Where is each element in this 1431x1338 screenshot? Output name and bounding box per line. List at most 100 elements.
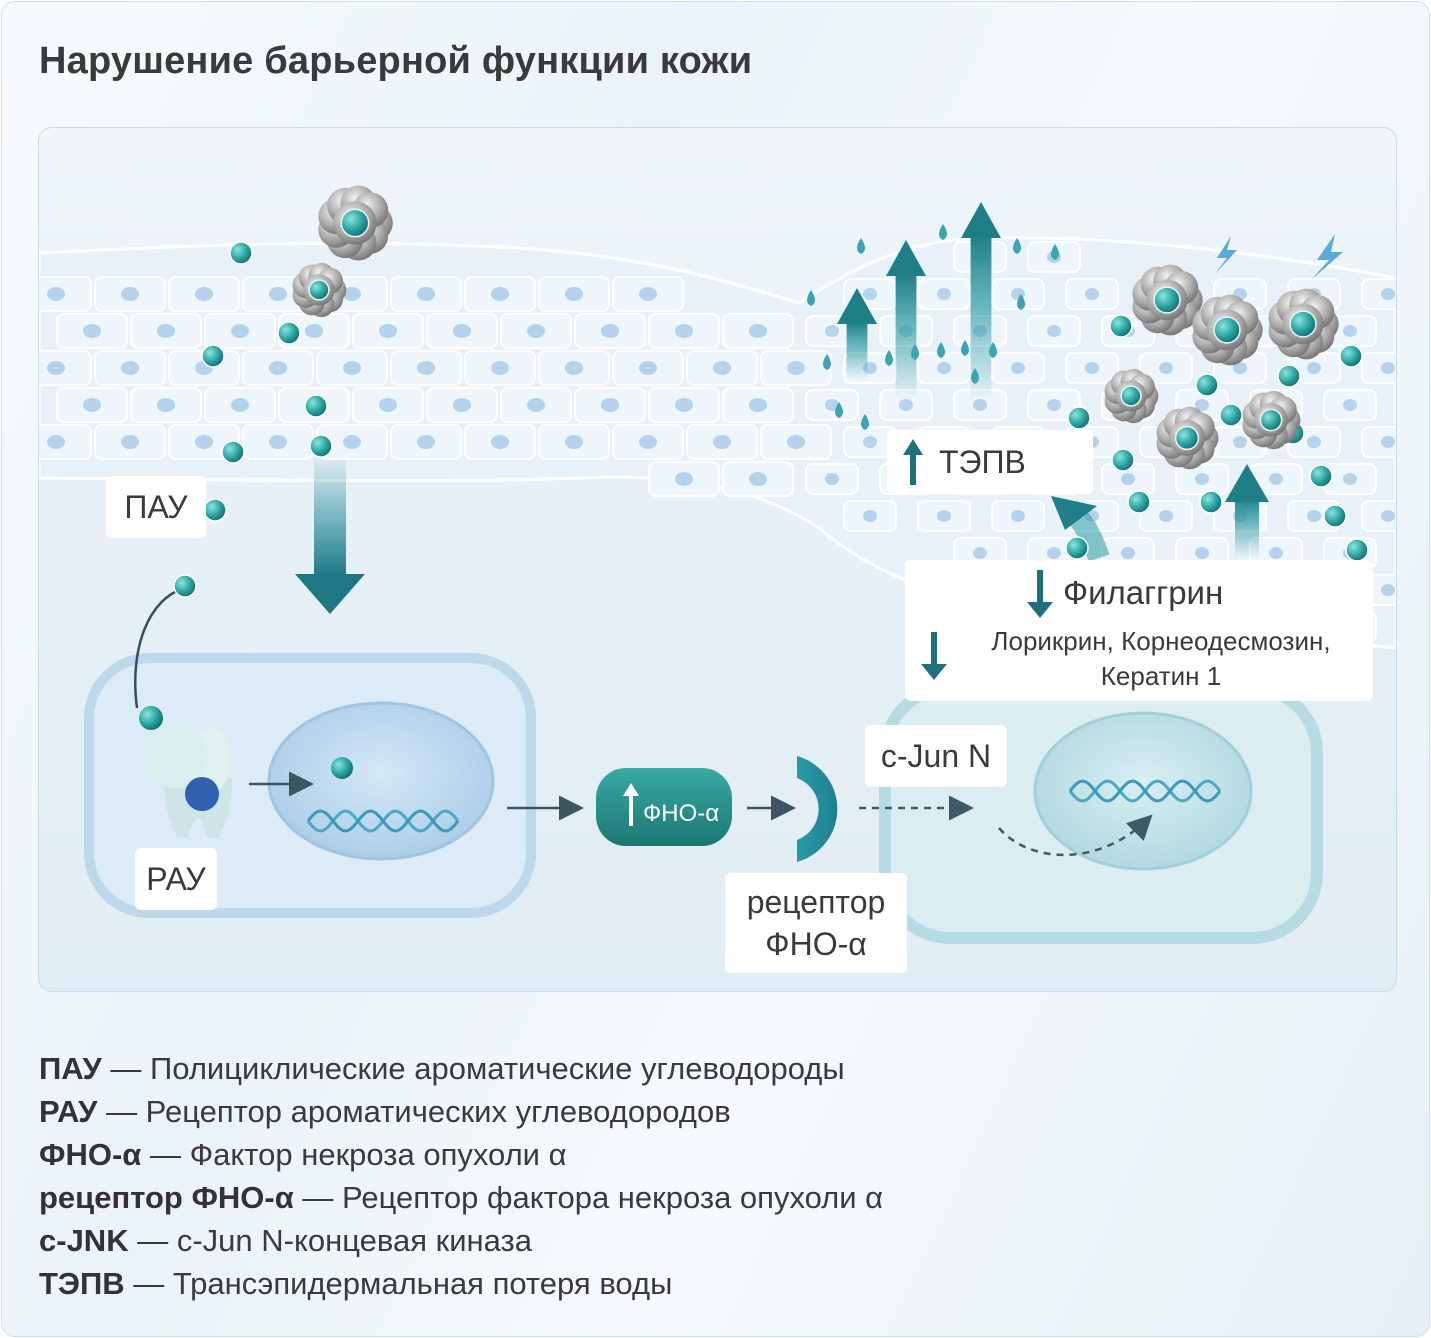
cell-nucleus [121,361,139,375]
water-drop-icon [885,350,893,366]
cell-nucleus [453,324,471,338]
cell-nucleus [195,435,213,449]
cell-nucleus [1047,547,1061,559]
legend-desc: — Рецептор фактора некроза опухоли α [293,1180,884,1215]
water-drop-icon [823,354,831,370]
cell-nucleus [565,287,583,301]
cell-nucleus [47,287,65,301]
cell-nucleus [453,398,471,412]
water-drops [807,224,1059,430]
lightning-icon [1215,236,1237,274]
legend-term: РАУ [39,1094,98,1129]
down-arrow-icon [295,458,365,614]
cell-nucleus [1381,584,1395,596]
cell-nucleus [973,547,987,559]
cell-nucleus [1011,362,1025,374]
tepv-text: ТЭПВ [939,443,1026,480]
legend-desc: — Трансэпидермальная потеря воды [124,1266,673,1301]
legend-desc: — Фактор некроза опухоли α [141,1137,567,1172]
legend-desc: — c-Jun N-концевая киназа [128,1223,532,1258]
cell-nucleus [527,324,545,338]
cell-nucleus [121,287,139,301]
page-title: Нарушение барьерной функции кожи [39,40,753,82]
pollutant-particle-icon [318,185,393,261]
pau-particle [1199,490,1223,514]
cell-nucleus [1233,436,1247,448]
water-drop-icon [807,290,815,306]
pau-label: ПАУ [106,476,206,538]
cell-nucleus [1195,399,1209,411]
pau-particle [1339,344,1363,368]
skin-cell [1361,352,1396,384]
cell-nucleus [601,398,619,412]
receptor-line1: рецептор [746,884,886,920]
cell-nucleus [639,287,657,301]
left-nucleus [267,701,495,861]
cell-nucleus [417,435,435,449]
cell-nucleus [825,473,839,485]
water-drop-icon [971,368,979,384]
cell-nucleus [749,398,767,412]
down-arrow-icon [1027,570,1053,618]
cell-nucleus [157,324,175,338]
cell-nucleus [1343,399,1357,411]
cell-nucleus [231,398,249,412]
cell-nucleus [1269,547,1283,559]
cell-nucleus [305,324,323,338]
legend-item: ПАУ — Полициклические ароматические угле… [39,1047,883,1090]
cell-nucleus [157,398,175,412]
pau-particle [1109,314,1133,338]
cell-nucleus [343,287,361,301]
skin-cell [1361,278,1396,310]
legend-term: c-JNK [39,1223,129,1258]
pau-particle [1309,464,1333,488]
dna-helix-icon [1068,779,1222,803]
cell-nucleus [787,361,805,375]
cell-nucleus [787,435,805,449]
receptor-line2: ФНО-α [765,926,867,962]
cell-nucleus [639,361,657,375]
legend-item: ТЭПВ — Трансэпидермальная потеря воды [39,1262,883,1305]
cell-nucleus [417,361,435,375]
cell-nucleus [565,435,583,449]
tepv-label: ТЭПВ [887,430,1093,494]
cell-nucleus [1195,547,1209,559]
cell-nucleus [1159,362,1173,374]
pollutant-particle-icon [1104,368,1159,424]
cell-nucleus [1085,362,1099,374]
cell-nucleus [749,324,767,338]
cell-nucleus [1307,510,1321,522]
water-drop-icon [937,342,945,358]
cell-nucleus [825,399,839,411]
pau-particle [1195,373,1219,397]
cell-nucleus [937,362,951,374]
filaggrin-text: Филаггрин [1063,574,1224,611]
cell-nucleus [47,435,65,449]
cell-nucleus [863,436,877,448]
pau-particle [1219,403,1243,427]
water-drop-icon [835,402,843,418]
pollutant-particle-icon [292,262,347,318]
water-drop-icon [857,238,865,254]
cell-nucleus [1343,473,1357,485]
cell-nucleus [713,361,731,375]
cell-nucleus [343,361,361,375]
cell-nucleus [1269,473,1283,485]
cell-nucleus [491,287,509,301]
tnf-pill-label: ФНО-α [643,800,719,827]
water-drop-icon [961,340,969,356]
cell-nucleus [1011,510,1025,522]
cell-nucleus [1121,473,1135,485]
water-drop-icon [911,344,919,360]
cell-nucleus [1159,510,1173,522]
skin-cell [1361,500,1396,532]
cell-nucleus [121,435,139,449]
cell-nucleus [1381,362,1395,374]
pau-particles [173,185,1369,598]
pollutant-particle-icon [1242,390,1301,450]
cell-nucleus [1047,399,1061,411]
legend-item: c-JNK — c-Jun N-концевая киназа [39,1219,883,1262]
pollutant-particle-icon [1192,294,1263,366]
pau-particle [309,434,333,458]
